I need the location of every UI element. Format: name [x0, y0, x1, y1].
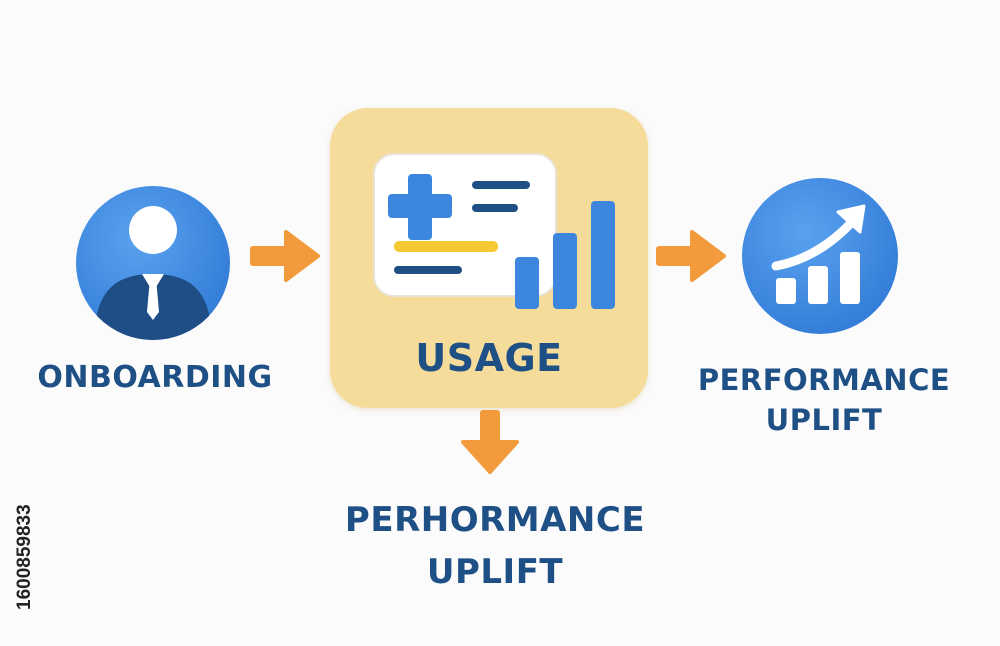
usage-label: USAGE	[415, 336, 563, 380]
arrow-icon	[656, 230, 726, 282]
growth-chart-icon	[771, 204, 866, 304]
dashboard-card-icon	[373, 153, 615, 309]
performance-bottom-line2: UPLIFT	[426, 552, 564, 592]
person-icon	[94, 206, 212, 340]
performance-bottom-label: PERHORMANCE UPLIFT	[330, 494, 660, 598]
performance-right-label: PERFORMANCE UPLIFT	[690, 360, 958, 440]
onboarding-label: ONBOARDING	[37, 360, 273, 395]
onboarding-node	[76, 186, 230, 340]
performance-node	[742, 178, 898, 334]
arrow-icon	[461, 410, 519, 474]
watermark-id: 1600859833	[14, 504, 35, 610]
arrow-icon	[250, 230, 320, 282]
performance-bottom-line1: PERHORMANCE	[344, 500, 646, 540]
performance-right-line1: PERFORMANCE	[697, 363, 951, 397]
watermark-id-text: 1600859833	[14, 504, 35, 610]
performance-right-line2: UPLIFT	[765, 403, 883, 437]
